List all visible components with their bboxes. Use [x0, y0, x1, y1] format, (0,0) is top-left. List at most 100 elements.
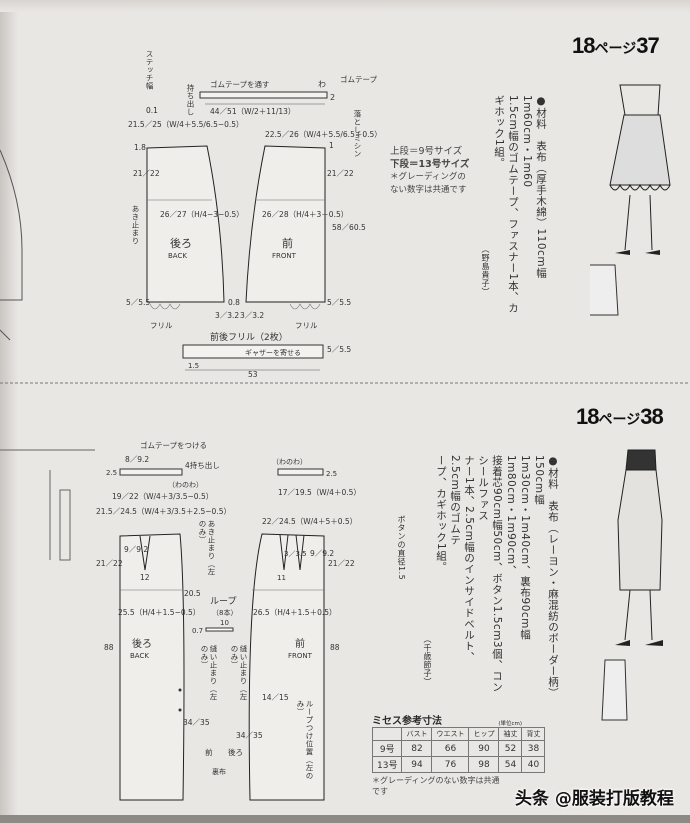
sew-end-label-front: 縫い止まり（左のみ） [230, 645, 248, 701]
loop-spacing: 14／15 [262, 693, 289, 702]
back-waist-measure: 21.5／24.5（W/4＋3/3.5＋2.5−0.5） [96, 507, 231, 516]
page-ref-number: 18 [576, 404, 600, 429]
size-reference-table: ミセス参考寸法 (単位cm) バスト ウエスト ヒップ 袖丈 背丈 9号 82 … [371, 712, 546, 797]
skirt-pattern-diagram-bottom: ゴムテープをつける 8／9.2 4持ち出し 2.5 （わのわ） 19／22（W/… [96, 440, 361, 801]
loop-count: （8本） [212, 608, 237, 617]
materials-line: ープ、カギホック1組。 [435, 455, 447, 573]
back-hip-measure: 25.5（H/4＋1.5−0.5） [118, 608, 200, 617]
table-header-row: バスト ウエスト ヒップ 袖丈 背丈 [371, 727, 546, 741]
materials-line: 接着芯90cm幅50cm、ボタン1.5cm3個、コンシールファス [477, 455, 503, 693]
front-frill-label: フリル [295, 321, 318, 330]
back-dart-position: 9／9.2 [124, 545, 148, 554]
pattern-line [59, 489, 71, 561]
header-cell: バスト [401, 727, 433, 741]
fold-mark: わ [318, 80, 326, 89]
pattern-line [0, 149, 23, 301]
page-reference-37: 18ページ37 [572, 33, 660, 59]
table-cell: 66 [431, 740, 470, 757]
skirt-body [617, 469, 663, 591]
materials-line: ナー1本、2.5cm幅のインサイドベルト、2.5cm幅のゴムテ [449, 455, 475, 663]
materials-line: 1m30cm・1m40cm、裏布90cm幅1m80cm・1m90cm、 [505, 455, 531, 640]
button-size-note: ボタンの直径1.5 [397, 515, 406, 581]
size-legend-note1: ＊グレーディングの [390, 172, 466, 182]
front-piece [245, 145, 326, 303]
back-hip-depth: 21／22 [96, 559, 123, 568]
front-label: 前 [295, 637, 305, 650]
loop-piece [205, 627, 234, 632]
materials-text-top: ●材料 表布（厚手木綿）110cm幅1m60cm・1m60 1.5cm幅のゴムテ… [478, 95, 548, 315]
page-ref-page: 38 [640, 404, 664, 429]
table-cell: 94 [401, 756, 433, 773]
size-legend-upper: 上段＝9号サイズ [390, 146, 463, 157]
page-reference-38: 18ページ38 [576, 404, 664, 430]
back-hip-measure: 26／27（H/4−3−0.5） [160, 210, 244, 219]
pattern-line [601, 659, 628, 721]
materials-line: ●材料 表布（レーヨン・麻混紡のボーダー柄）150cm幅 [533, 455, 559, 694]
pattern-line [178, 708, 182, 712]
pattern-line [615, 250, 660, 255]
table-row: 9号 82 66 90 52 38 [371, 740, 546, 757]
size-table-title: ミセス参考寸法 [372, 716, 442, 727]
table-cell: 76 [431, 756, 470, 773]
page-bottom-edge [0, 815, 690, 823]
materials-line: ●材料 表布（厚手木綿）110cm幅1m60cm・1m60 [521, 95, 547, 279]
materials-text-bottom: ●材料 表布（レーヨン・麻混紡のボーダー柄）150cm幅 1m30cm・1m40… [420, 455, 560, 695]
back-waistband [119, 468, 183, 476]
front-hip-depth: 21／22 [327, 169, 354, 178]
elastic-attach-label: ゴムテープをつける [140, 440, 207, 450]
table-cell: 40 [521, 756, 546, 773]
table-cell: 90 [468, 740, 500, 757]
size-table-unit: (単位cm) [498, 721, 522, 727]
pattern-line [289, 303, 321, 310]
back-length: 88 [104, 643, 114, 652]
front-length: 88 [330, 643, 340, 652]
pattern-line [615, 640, 663, 646]
size-table-note: ＊グレーディングのない数字は共通です [372, 776, 500, 796]
header-cell: 背丈 [521, 727, 546, 741]
page-ref-page: 37 [636, 33, 660, 58]
materials-line: 1.5cm幅のゴムテープ、ファスナー1本、カギホック1組。 [493, 95, 519, 314]
back-label: 後ろ [132, 637, 152, 650]
table-cell: 13号 [371, 756, 403, 773]
back-label-en: BACK [168, 252, 187, 260]
band-width: 2 [330, 93, 335, 102]
pattern-line [590, 264, 619, 316]
back-dart-length: 12 [140, 573, 150, 582]
back-slit: 34／35 [183, 718, 210, 727]
skirt-illustration-bottom [601, 449, 663, 721]
front-hem-flare: 3／3.2 [240, 311, 264, 320]
front-hip-measure: 26.5（H/4＋1.5＋0.5） [253, 608, 337, 617]
section-divider [0, 382, 690, 384]
page-ref-label: ページ [598, 411, 641, 427]
frill-margin: 1.5 [188, 362, 199, 370]
pattern-line [624, 194, 631, 251]
front-dart-position: 9／9.2 [310, 549, 334, 558]
pattern-line [649, 194, 653, 251]
front-waistband [277, 468, 324, 476]
table-row: 13号 94 76 98 54 40 [371, 756, 546, 773]
opening-depth: 20.5 [184, 589, 201, 598]
header-cell: ウエスト [431, 727, 470, 741]
stitch-width-value: 0.1 [146, 106, 158, 115]
front-frill-height: 5／5.5 [327, 298, 351, 307]
extension-label: 4持ち出し [185, 460, 220, 470]
back-band-measure: 19／22（W/4＋3/3.5−0.5） [112, 492, 213, 501]
pattern-line [649, 589, 653, 641]
table-cell: 98 [468, 756, 500, 773]
stitch-in-ditch-label: 落としミシン [353, 110, 362, 158]
loop-title: ループ [210, 596, 236, 607]
fold-label: （わのわ） [168, 481, 203, 489]
table-cell: 52 [498, 740, 523, 757]
table-cell: 38 [521, 740, 546, 757]
page-ref-label: ページ [594, 40, 637, 56]
pattern-line [625, 449, 657, 471]
back-mark: 後ろ [228, 747, 243, 757]
extension-label: 持ち出し [186, 84, 195, 116]
page-ref-number: 18 [572, 33, 596, 58]
back-hip-depth: 21／22 [133, 169, 160, 178]
back-label-en: BACK [130, 652, 149, 660]
size-legend-lower: 下段＝13号サイズ [390, 159, 470, 170]
page-gutter-shadow [0, 0, 18, 823]
pattern-line [0, 329, 11, 341]
skirt-illustration-top [590, 84, 671, 316]
